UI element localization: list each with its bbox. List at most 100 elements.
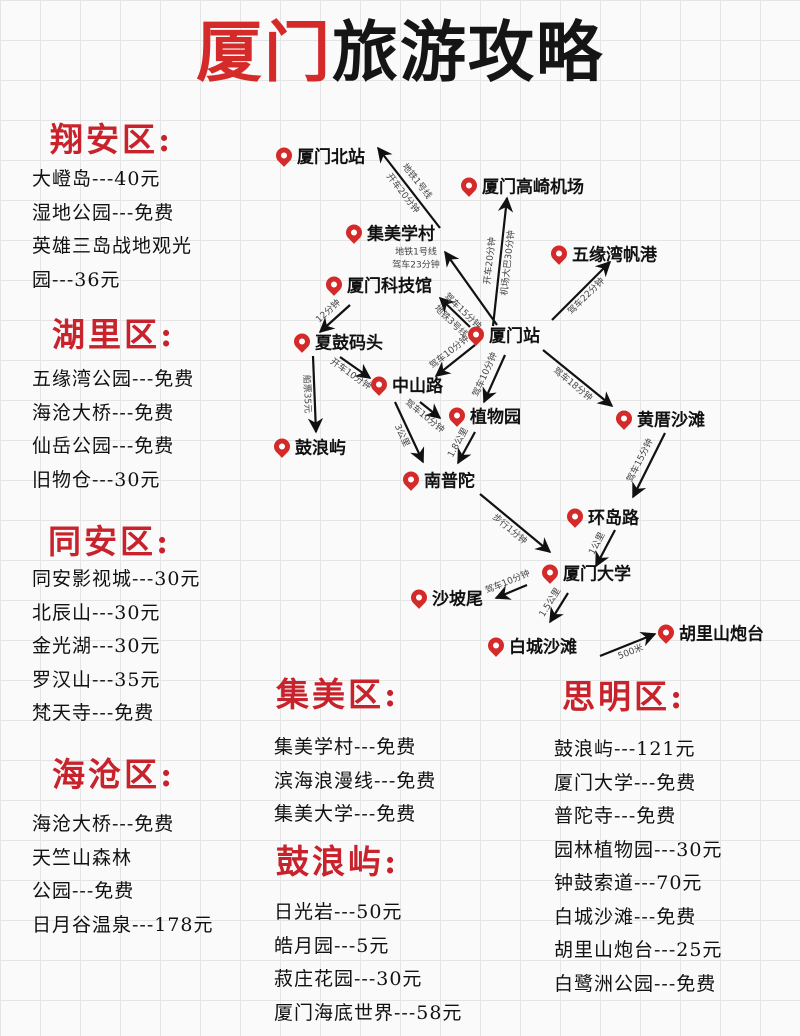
map-node-xiagu: 夏鼓码头	[290, 329, 383, 354]
attraction-item: 厦门大学---免费	[554, 771, 697, 794]
node-label: 厦门北站	[297, 147, 365, 168]
attraction-item: 旧物仓---30元	[32, 468, 161, 491]
attraction-item: 钟鼓索道---70元	[554, 872, 703, 894]
attraction-item: 英雄三岛战地观光	[32, 235, 193, 257]
map-node-bei: 厦门北站	[272, 143, 365, 168]
map-node-huandao: 环岛路	[563, 504, 639, 529]
map-node-zhan: 厦门站	[464, 322, 540, 347]
map-node-wuyuan: 五缘湾帆港	[547, 241, 657, 266]
list-jimei: 集美学村---免费滨海浪漫线---免费集美大学---免费	[274, 731, 436, 832]
attraction-item: 日光岩---50元	[274, 901, 403, 923]
attraction-list: 鼓浪屿---121元厦门大学---免费普陀寺---免费园林植物园---30元钟鼓…	[554, 733, 722, 1001]
attraction-list: 日光岩---50元皓月园---5元菽庄花园---30元厦门海底世界---58元	[274, 896, 462, 1030]
attraction-item: 菽庄花园---30元	[274, 968, 423, 990]
route-arrow-zhan-keji	[438, 296, 471, 328]
route-arrow-zhan-gaoqi	[491, 196, 514, 327]
node-label: 厦门站	[489, 326, 540, 347]
attraction-item: 湿地公园---免费	[32, 201, 175, 224]
map-pin-icon	[547, 241, 571, 265]
map-pin-icon	[464, 322, 488, 346]
attraction-item: 日月谷温泉---178元	[32, 913, 214, 936]
map-node-jimei: 集美学村	[342, 220, 435, 245]
route-arrow-huangcuo-huandao	[632, 432, 666, 499]
node-label: 沙坡尾	[432, 589, 483, 610]
section-heading: 鼓浪屿:	[276, 842, 400, 881]
map-pin-icon	[272, 143, 296, 167]
map-pin-icon	[367, 372, 391, 396]
attraction-item: 白城沙滩---免费	[554, 905, 697, 928]
route-arrow-zhongshan-zhiwu	[419, 401, 442, 419]
route-arrow-zhan-huangcuo	[542, 349, 614, 407]
route-arrow-zhan-zhongshan	[434, 344, 476, 377]
attraction-item: 海沧大桥---免费	[32, 813, 175, 835]
title-city: 厦门	[196, 14, 332, 91]
attraction-item: 同安影视城---30元	[32, 568, 201, 590]
route-arrow-keji-xiagu	[318, 304, 351, 334]
map-node-zhongshan: 中山路	[367, 372, 443, 397]
attraction-item: 天竺山森林	[32, 846, 133, 869]
attraction-item: 胡里山炮台---25元	[554, 939, 723, 961]
attraction-list: 大嶝岛---40元湿地公园---免费英雄三岛战地观光园---36元	[32, 163, 192, 297]
map-node-nanputuo: 南普陀	[399, 467, 475, 492]
attraction-item: 园---36元	[32, 268, 121, 291]
section-heading: 同安区:	[48, 522, 172, 561]
attraction-list: 海沧大桥---免费天竺山森林公园---免费日月谷温泉---178元	[32, 808, 214, 942]
attraction-item: 鼓浪屿---121元	[554, 738, 696, 760]
route-arrow-xiagu-zhongshan	[339, 356, 372, 379]
route-label: 驾车23分钟	[392, 260, 440, 271]
map-pin-icon	[457, 173, 481, 197]
attraction-list: 同安影视城---30元北辰山---30元金光湖---30元罗汉山---35元梵天…	[32, 563, 200, 731]
map-pin-icon	[342, 220, 366, 244]
list-gulangyu: 日光岩---50元皓月园---5元菽庄花园---30元厦门海底世界---58元	[274, 896, 462, 1030]
node-label: 环岛路	[588, 508, 639, 529]
route-edges	[307, 146, 666, 658]
route-arrow-xiagu-gulang	[307, 355, 324, 434]
map-pin-icon	[399, 467, 423, 491]
node-label: 厦门高崎机场	[482, 177, 584, 198]
map-node-gulang: 鼓浪屿	[270, 434, 346, 459]
attraction-item: 滨海浪漫线---免费	[274, 769, 437, 792]
route-arrow-zhan-jimei	[444, 250, 498, 326]
map-pin-icon	[290, 329, 314, 353]
map-pin-icon	[270, 434, 294, 458]
attraction-item: 罗汉山---35元	[32, 668, 161, 691]
node-label: 植物园	[470, 407, 521, 428]
route-arrow-jimei-bei	[377, 146, 441, 229]
route-arrow-zhan-wuyuan	[551, 260, 612, 321]
map-pin-icon	[563, 504, 587, 528]
map-node-huangcuo: 黄厝沙滩	[612, 406, 705, 431]
section-heading: 湖里区:	[52, 315, 176, 354]
attraction-item: 海沧大桥---免费	[32, 401, 175, 424]
map-pin-icon	[538, 560, 562, 584]
node-label: 夏鼓码头	[315, 333, 383, 354]
route-arrow-zhongshan-nanputuo	[394, 401, 425, 464]
map-pin-icon	[612, 406, 636, 430]
route-arrow-nanputuo-xiada	[479, 493, 552, 553]
attraction-item: 仙岳公园---免费	[32, 435, 175, 457]
attraction-item: 白鹭洲公园---免费	[554, 972, 717, 995]
node-label: 中山路	[392, 376, 443, 397]
attraction-list: 集美学村---免费滨海浪漫线---免费集美大学---免费	[274, 731, 436, 832]
route-arrow-baicheng-hulishan	[599, 631, 657, 658]
map-pin-icon	[654, 620, 678, 644]
list-siming: 鼓浪屿---121元厦门大学---免费普陀寺---免费园林植物园---30元钟鼓…	[554, 733, 722, 1001]
section-heading: 思明区:	[562, 677, 686, 716]
attraction-item: 北辰山---30元	[32, 601, 161, 624]
section-xiangan: 翔安区:	[50, 118, 173, 162]
map-node-xiada: 厦门大学	[538, 560, 631, 585]
attraction-item: 皓月园---5元	[274, 934, 390, 957]
route-map: 开车20分钟地铁1号线地铁1号线驾车23分钟开车20分钟机场大巴30分钟驾车15…	[0, 0, 800, 700]
section-tongan: 同安区:	[48, 520, 171, 564]
map-node-keji: 厦门科技馆	[322, 272, 432, 297]
map-node-zhiwu: 植物园	[445, 403, 521, 428]
route-arrow-huandao-xiada	[595, 529, 616, 568]
node-label: 白城沙滩	[509, 637, 577, 658]
route-arrow-xiada-baicheng	[549, 592, 569, 624]
node-label: 厦门大学	[563, 564, 631, 585]
attraction-list: 五缘湾公园---免费海沧大桥---免费仙岳公园---免费旧物仓---30元	[32, 363, 194, 497]
map-pin-icon	[445, 403, 469, 427]
page-title: 厦门旅游攻略	[0, 8, 800, 98]
route-arrow-xiada-shapo	[494, 583, 528, 600]
node-label: 鼓浪屿	[295, 438, 346, 459]
route-label: 地铁1号线	[395, 247, 437, 258]
